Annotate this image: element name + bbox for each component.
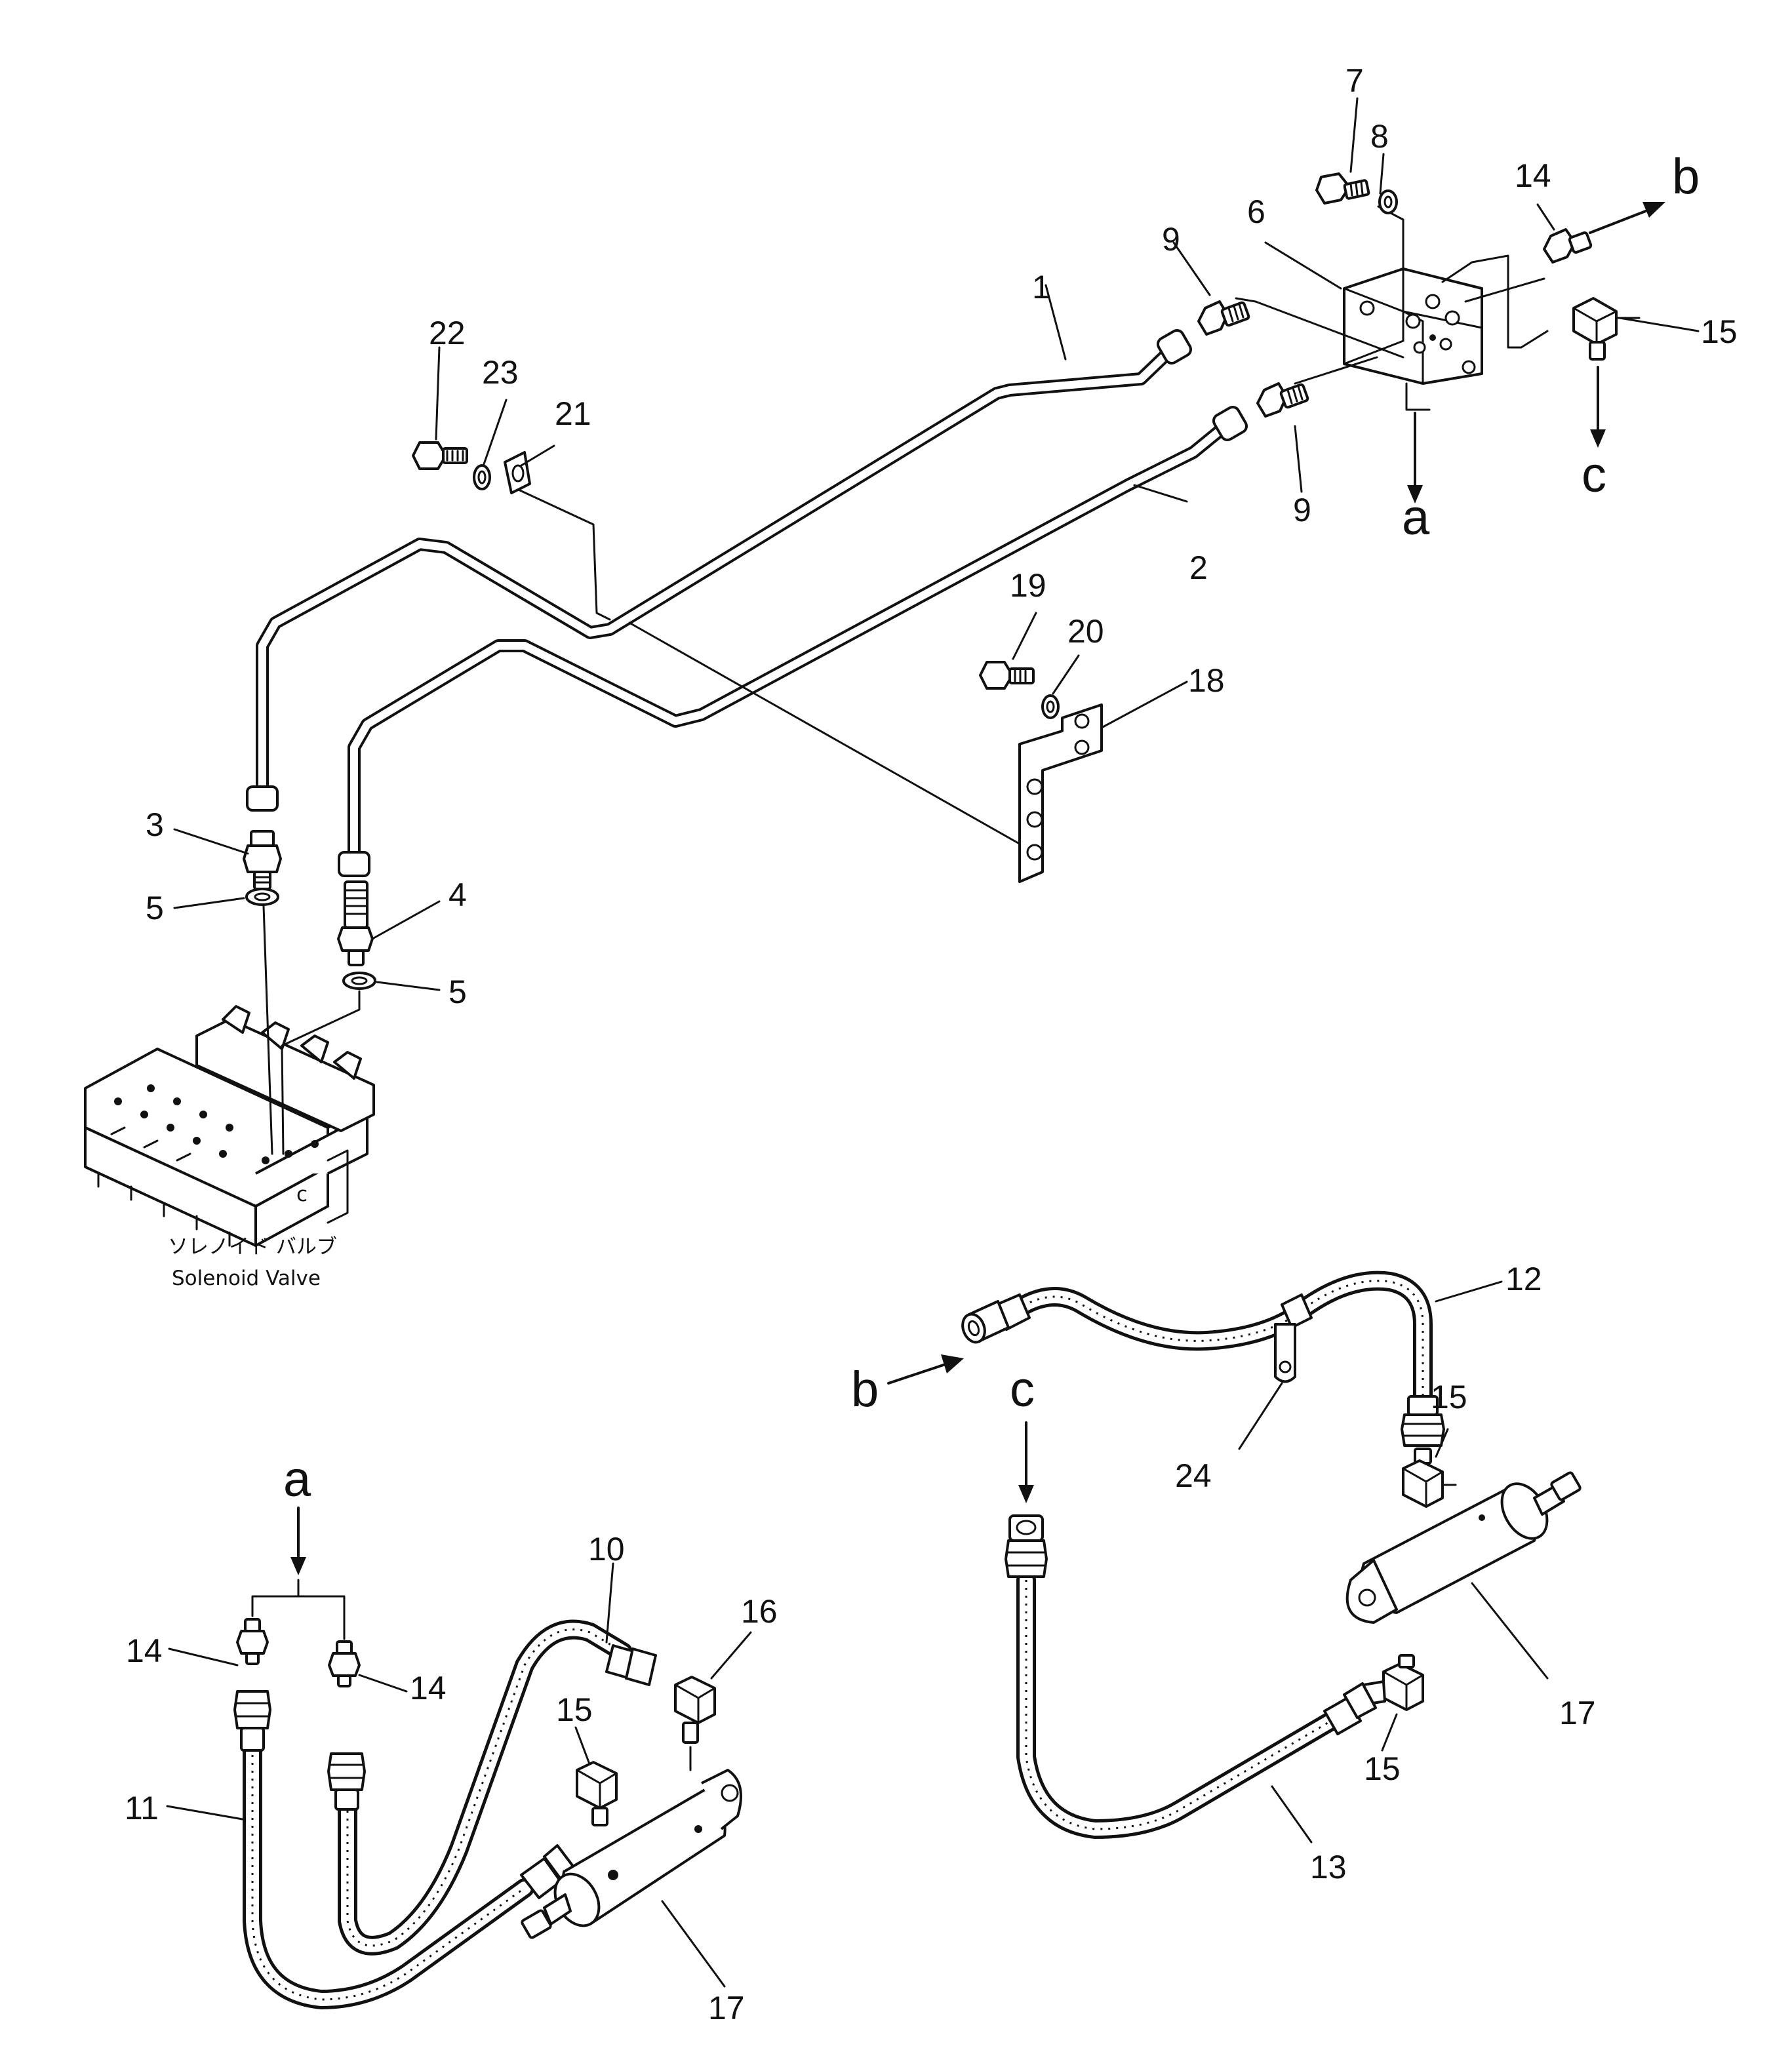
solenoid-port-letter: c [296,1183,308,1206]
callout-8: 8 [1370,118,1389,155]
lower-right-callout-numbers: 12 15 24 17 15 13 [1175,1261,1596,1885]
callout-18: 18 [1188,662,1225,699]
arrow-a-top [1407,412,1423,503]
label-c-bottom: c [1010,1362,1035,1417]
arrow-c-top [1590,366,1606,448]
callout-9-upper: 9 [1162,221,1180,258]
callout-19: 19 [1010,567,1046,604]
fitting-9-upper [1197,300,1250,336]
tube-2 [348,416,1236,859]
callout-23: 23 [482,354,519,391]
fitting-14-left [236,1618,269,1665]
tube-end-nuts [246,328,1248,877]
washer-20 [1041,694,1060,719]
elbow-15-top [1572,297,1641,361]
upper-callout-numbers: 1 2 3 4 5 5 6 7 8 9 9 14 15 18 19 20 21 … [146,62,1738,1010]
junction-block-6 [1343,267,1483,385]
callout-5-right: 5 [448,974,467,1010]
clamp-leader-lines [510,485,1024,847]
bracket-18 [1018,703,1103,883]
arrow-b-bottom [887,1354,964,1385]
hose-11 [233,1690,577,2009]
callout-11: 11 [125,1790,159,1826]
callout-24: 24 [1175,1457,1212,1494]
callout-15-lower-left: 15 [556,1691,593,1728]
fitting-14-right [328,1640,361,1687]
washer-23 [473,464,491,490]
callout-17-lower-right: 17 [1559,1695,1596,1731]
callout-17-lower-left: 17 [708,1990,745,2026]
callout-13: 13 [1310,1849,1347,1885]
callout-15-lower-right-bottom: 15 [1364,1750,1401,1787]
fitting-9-lower [1256,382,1309,418]
arrow-b-top [1589,202,1665,234]
callout-10: 10 [588,1531,625,1567]
callout-7: 7 [1345,62,1364,99]
bolt-22 [412,441,468,470]
hose-13 [1005,1514,1377,1839]
callout-6: 6 [1247,193,1265,230]
lower-right-leader-lines [1238,1280,1549,1843]
callout-1: 1 [1032,269,1050,306]
upper-leader-lines [173,97,1700,991]
elbow-15-lower-left [576,1761,618,1826]
clamp-24 [1274,1293,1313,1383]
solenoid-valve: c [84,1005,375,1247]
callout-3: 3 [146,806,164,843]
callout-9-lower: 9 [1293,492,1311,528]
hose-10 [327,1619,657,1956]
tube-1 [256,341,1180,793]
callout-20: 20 [1067,613,1104,650]
bolt-19 [979,661,1035,690]
block-leader-lines [1235,205,1549,411]
label-b-top: b [1672,149,1700,205]
label-b-bottom: b [851,1362,879,1417]
elbow-16 [674,1676,716,1771]
callout-21: 21 [555,395,591,432]
callout-14-top: 14 [1515,157,1551,194]
callout-2: 2 [1189,549,1208,586]
arrow-c-bottom [1018,1421,1034,1503]
elbow-15-lower-right-top [1402,1448,1457,1508]
solenoid-valve-label-jp: ソレノイド バルブ [168,1235,337,1259]
fitting-14-top [1543,228,1593,264]
cylinder-17-right [1345,1471,1582,1624]
callout-12: 12 [1505,1261,1542,1297]
callout-15-top: 15 [1701,313,1738,350]
clip-21 [504,451,531,494]
o-ring-5-right [342,972,376,990]
callout-14-lower-left: 14 [126,1632,163,1669]
label-a-bottom: a [283,1451,311,1507]
washer-8 [1378,189,1398,214]
fitting-4 [337,880,374,966]
arrow-a-bottom [251,1507,346,1640]
callout-14-lower-right: 14 [410,1670,447,1706]
fitting-3 [243,830,282,890]
bolt-7 [1315,172,1370,205]
o-ring-5-left [245,888,279,906]
solenoid-valve-label-en: Solenoid Valve [172,1267,321,1290]
lower-left-callout-numbers: 14 14 10 16 15 11 17 [125,1531,778,2026]
cylinder-17-left [521,1769,742,1939]
callout-15-lower-right-top: 15 [1431,1379,1467,1415]
callout-22: 22 [429,315,466,351]
callout-4: 4 [448,877,467,913]
label-c-top: c [1582,447,1606,503]
callout-5-left: 5 [146,890,164,926]
lower-left-leader-lines [166,1562,752,1988]
valve-leader-lines [262,905,361,1155]
label-a-top: a [1402,490,1430,545]
callout-16: 16 [741,1593,778,1630]
